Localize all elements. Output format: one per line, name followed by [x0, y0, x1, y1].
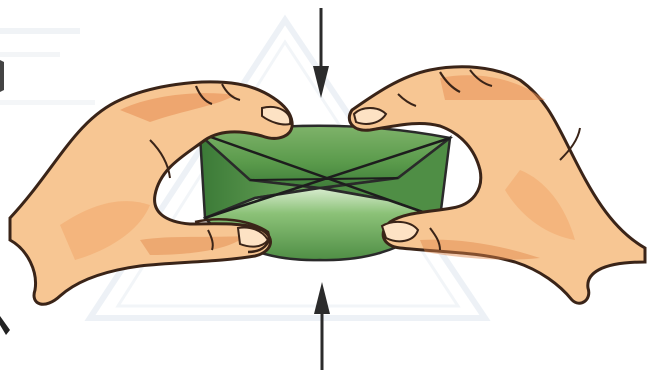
arrow-up-icon — [314, 282, 330, 370]
corner-mark-left — [0, 60, 4, 92]
faint-background-marks — [0, 28, 95, 105]
corner-mark — [0, 316, 10, 335]
